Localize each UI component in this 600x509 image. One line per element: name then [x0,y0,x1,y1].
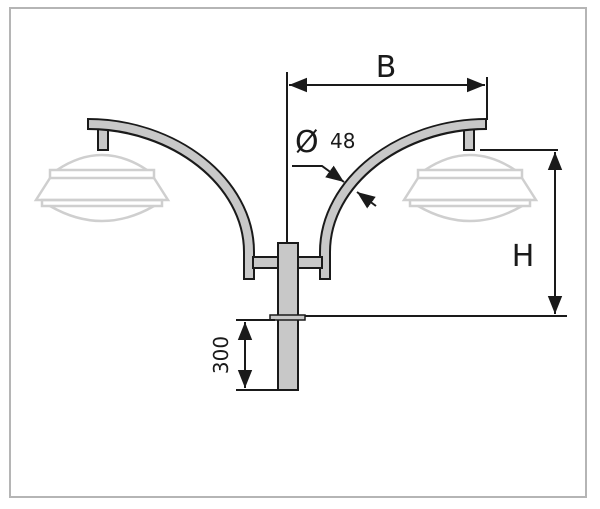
right-arm-stub [296,256,323,269]
right-hanger [463,127,475,151]
footing-depth-label: 300 [209,336,233,374]
base-flange [269,314,306,321]
left-arm-stub [252,256,280,269]
diameter-value: 48 [330,129,355,153]
right-arm [319,118,488,280]
left-hanger [97,127,109,151]
right-lamp-shade [401,153,539,223]
frame-border [9,7,587,498]
left-lamp-shade [33,153,171,223]
left-arm [86,118,255,280]
dimension-h-label: H [512,239,535,274]
dimension-lines [236,72,567,391]
diameter-symbol: Ø [295,125,319,160]
dimension-b-label: B [376,50,397,85]
